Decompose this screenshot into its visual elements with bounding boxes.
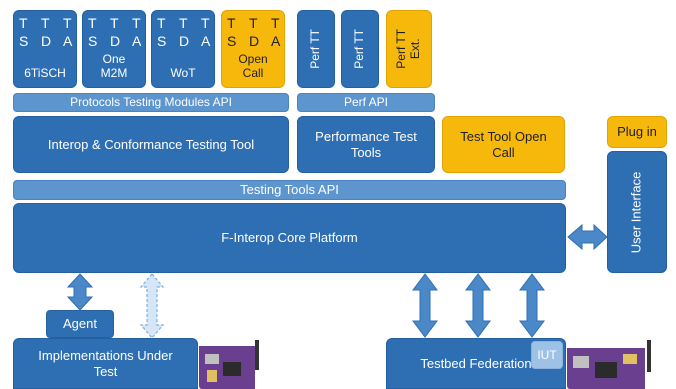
- user-interface-box: User Interface: [607, 151, 667, 273]
- protocols-api-label: Protocols Testing Modules API: [70, 95, 232, 110]
- module-open-call: T S T D T A Open Call: [221, 10, 285, 88]
- open-call-tool-label: Test Tool Open Call: [460, 128, 547, 160]
- testing-tools-api-bar: Testing Tools API: [13, 180, 566, 200]
- agent-double-arrow: [66, 273, 94, 311]
- implementations-dashed-arrow: [139, 273, 165, 339]
- module-letters: T S T D T A: [19, 15, 73, 49]
- testbed-double-arrow-3: [519, 273, 545, 338]
- module-name: WoT: [170, 66, 196, 81]
- module-6tisch: T S T D T A 6TiSCH: [13, 10, 77, 88]
- user-interface-double-arrow: [567, 223, 608, 251]
- module-onem2m: T S T D T A One M2M: [82, 10, 146, 88]
- testing-tools-api-label: Testing Tools API: [240, 182, 339, 198]
- module-letters: T S T D T A: [88, 15, 142, 49]
- core-platform-box: F-Interop Core Platform: [13, 203, 566, 273]
- performance-tools-box: Performance Test Tools: [297, 116, 435, 173]
- hardware-board-image-left: [199, 340, 259, 389]
- module-wot: T S T D T A WoT: [151, 10, 215, 88]
- board-chip: [223, 362, 241, 376]
- open-call-tool-box: Test Tool Open Call: [442, 116, 565, 173]
- core-platform-label: F-Interop Core Platform: [221, 230, 358, 246]
- perf-tt-ext-module: Perf TT Ext.: [386, 10, 432, 88]
- protocols-api-bar: Protocols Testing Modules API: [13, 93, 289, 112]
- board-chip: [595, 362, 617, 378]
- perf-api-bar: Perf API: [297, 93, 435, 112]
- implementations-label: Implementations Under Test: [38, 347, 173, 379]
- implementations-box: Implementations Under Test: [13, 338, 198, 389]
- board-chip: [573, 356, 589, 368]
- module-name: 6TiSCH: [24, 66, 66, 81]
- interop-tool-box: Interop & Conformance Testing Tool: [13, 116, 289, 173]
- hardware-board-image-right: [567, 340, 651, 389]
- interop-tool-label: Interop & Conformance Testing Tool: [47, 136, 255, 152]
- testbed-double-arrow-2: [465, 273, 491, 338]
- testbed-label: Testbed Federation: [420, 355, 532, 371]
- board-connector: [623, 354, 637, 364]
- module-name: One M2M: [100, 52, 128, 81]
- perf-api-label: Perf API: [343, 95, 389, 110]
- testbed-double-arrow-1: [412, 273, 438, 338]
- iut-label: IUT: [537, 347, 557, 362]
- plugin-label: Plug in: [617, 124, 657, 140]
- agent-label: Agent: [63, 316, 97, 332]
- board-connector: [207, 370, 217, 382]
- performance-tools-label: Performance Test Tools: [315, 128, 417, 160]
- plugin-box: Plug in: [607, 116, 667, 148]
- perf-tt-module-1: Perf TT: [297, 10, 335, 88]
- module-name: Open Call: [238, 52, 268, 81]
- perf-tt-module-2: Perf TT: [341, 10, 379, 88]
- module-letters: T S T D T A: [227, 15, 281, 49]
- iut-badge: IUT: [531, 341, 563, 369]
- module-letters: T S T D T A: [157, 15, 211, 49]
- board-chip: [205, 354, 219, 364]
